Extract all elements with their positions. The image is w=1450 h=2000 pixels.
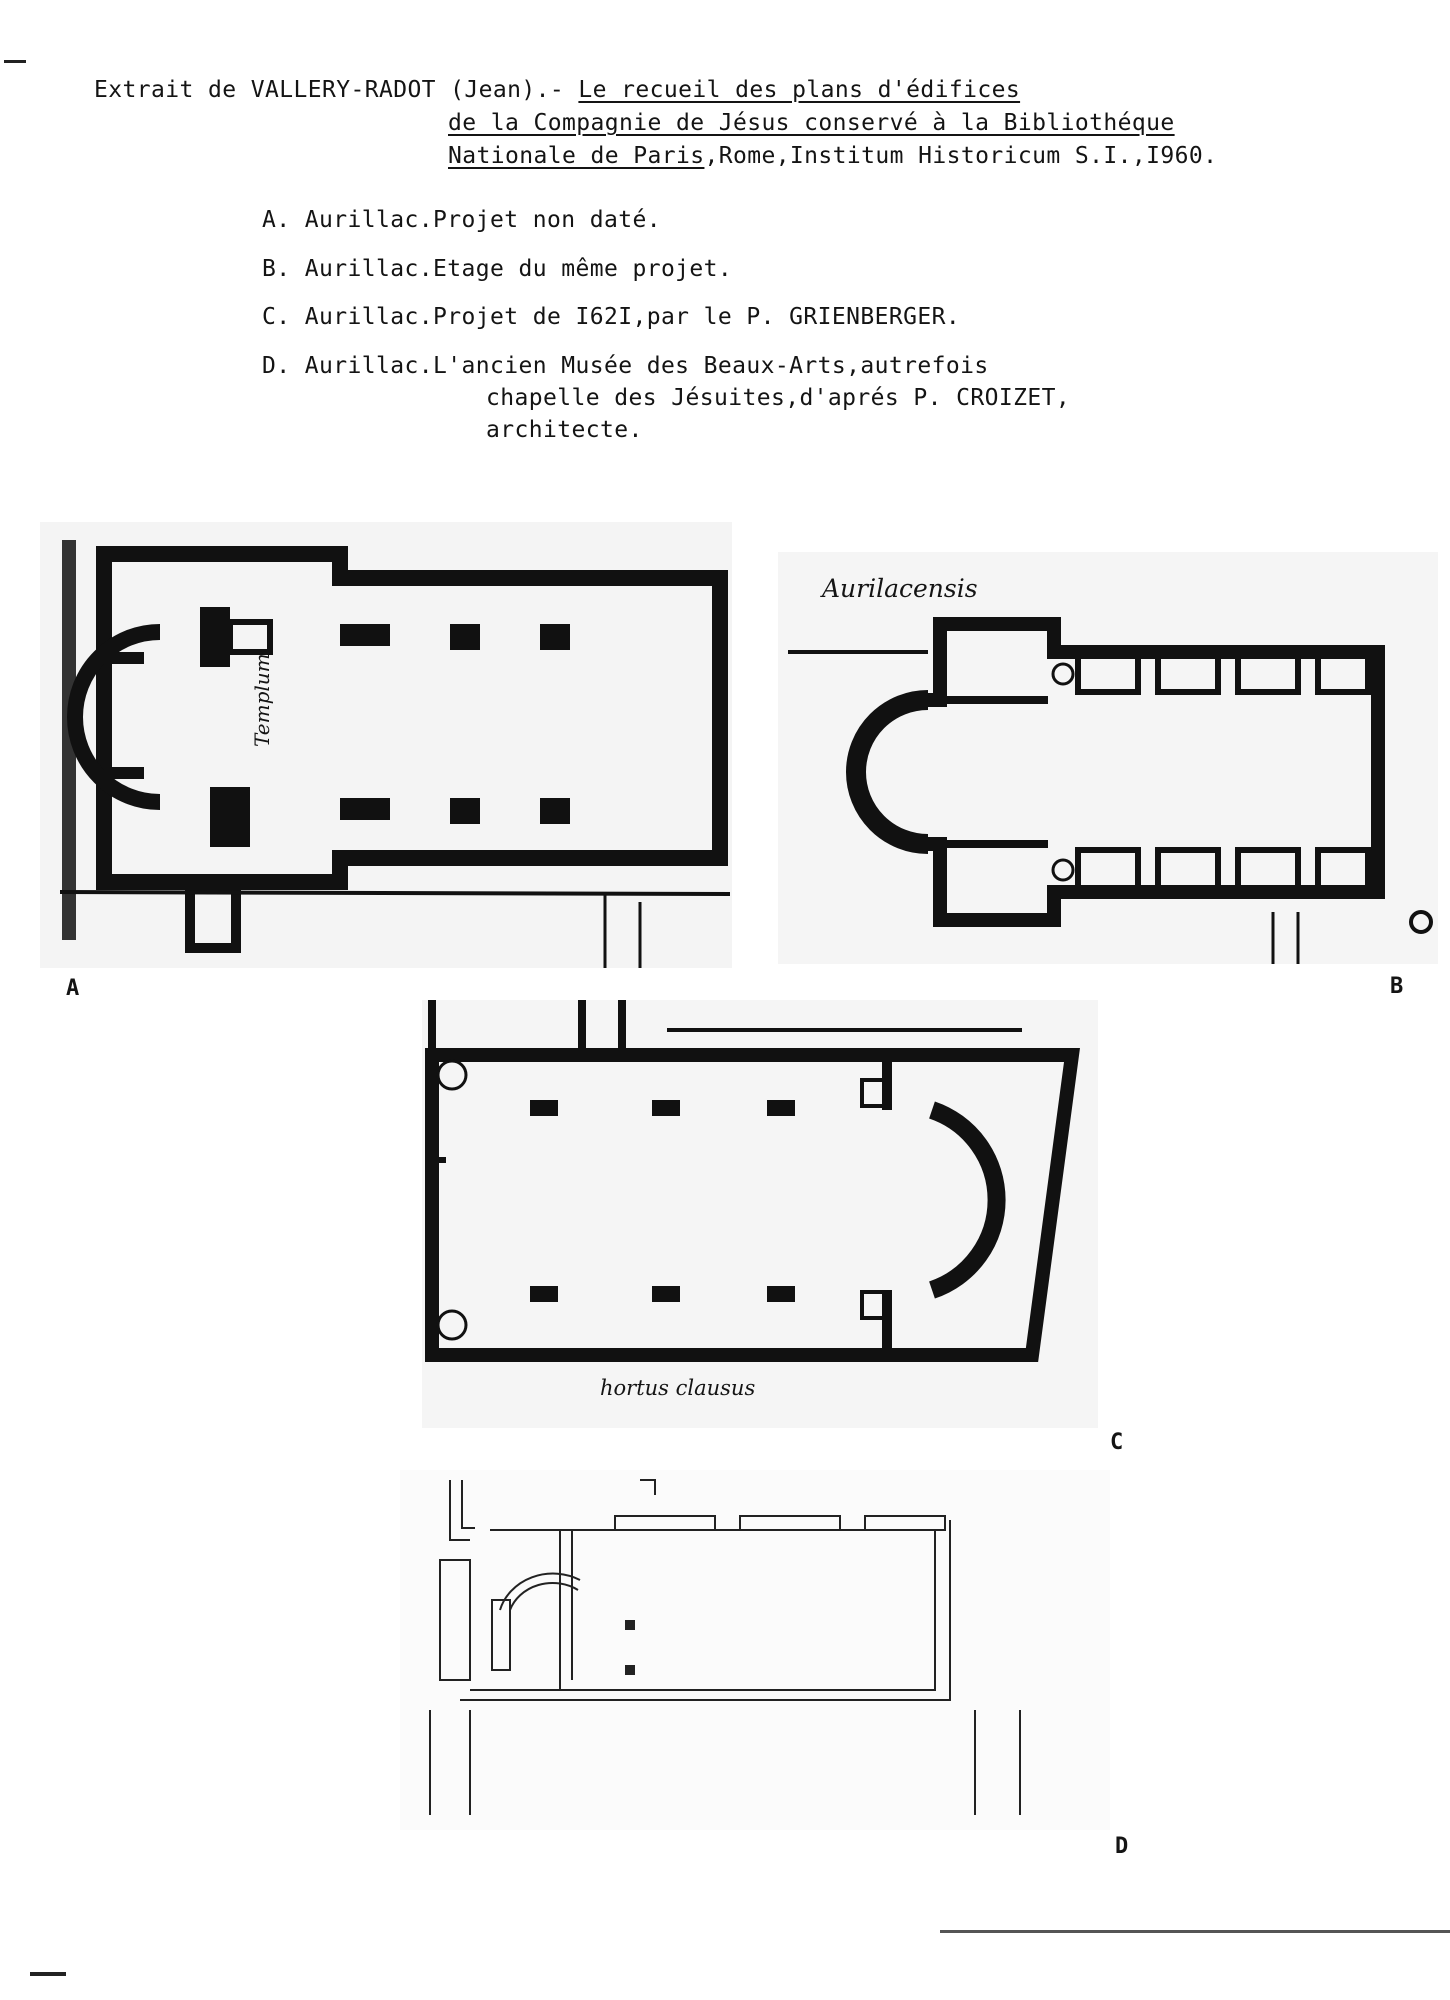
margin-line-bottom <box>940 1930 1450 1933</box>
legend-key: D. <box>262 353 291 379</box>
legend-item-c: C. Aurillac.Projet de I62I,par le P. GRI… <box>262 301 960 333</box>
plan-b-inscription: Aurilacensis <box>822 574 978 603</box>
margin-mark-top-left <box>4 60 26 63</box>
citation-line-3: Nationale de Paris,Rome,Institum Histori… <box>448 140 1217 172</box>
figure-label-a: A <box>66 976 80 1001</box>
plan-a-drawing <box>40 522 732 968</box>
citation-title-1: Le recueil des plans d'édifices <box>578 77 1021 103</box>
legend-place: Aurillac. <box>304 353 433 379</box>
figure-label-d: D <box>1115 1834 1129 1859</box>
legend-text: Etage du même projet. <box>432 256 733 282</box>
figure-label-c: C <box>1110 1430 1124 1455</box>
legend-text: Projet non daté. <box>432 207 661 233</box>
legend-place: Aurillac. <box>304 207 433 233</box>
citation-publisher: ,Rome,Institum Historicum S.I.,I960. <box>704 143 1218 169</box>
plan-b-drawing <box>778 552 1438 964</box>
plan-d-drawing <box>400 1470 1110 1830</box>
legend-text: Projet de I62I,par le P. GRIENBERGER. <box>432 304 961 330</box>
legend-item-d: D. Aurillac.L'ancien Musée des Beaux-Art… <box>262 350 1070 446</box>
legend-text: L'ancien Musée des Beaux-Arts,autrefois <box>432 353 989 379</box>
margin-mark-bottom-left <box>30 1972 66 1976</box>
citation-author: Extrait de VALLERY-RADOT (Jean).- <box>94 77 579 103</box>
figure-label-b: B <box>1390 974 1404 999</box>
plan-a-inscription: Templum <box>250 653 274 747</box>
plan-c-inscription: hortus clausus <box>600 1376 756 1400</box>
plan-a: Templum <box>40 522 732 968</box>
legend-key: A. <box>262 207 291 233</box>
legend-continuation-2: architecte. <box>486 417 643 443</box>
legend-place: Aurillac. <box>304 256 433 282</box>
legend-key: B. <box>262 256 291 282</box>
legend-place: Aurillac. <box>304 304 433 330</box>
plan-d <box>400 1470 1110 1830</box>
legend-item-b: B. Aurillac.Etage du même projet. <box>262 253 732 285</box>
legend-key: C. <box>262 304 291 330</box>
plan-b: Aurilacensis <box>778 552 1438 964</box>
plan-c-drawing <box>422 1000 1098 1428</box>
legend-item-a: A. Aurillac.Projet non daté. <box>262 204 661 236</box>
citation-line-2: de la Compagnie de Jésus conservé à la B… <box>448 110 1175 136</box>
citation-title-3: Nationale de Paris <box>448 143 705 169</box>
legend-continuation-1: chapelle des Jésuites,d'aprés P. CROIZET… <box>486 385 1071 411</box>
citation-line-1: Extrait de VALLERY-RADOT (Jean).- Le rec… <box>94 74 1020 106</box>
plan-c: hortus clausus <box>422 1000 1098 1428</box>
